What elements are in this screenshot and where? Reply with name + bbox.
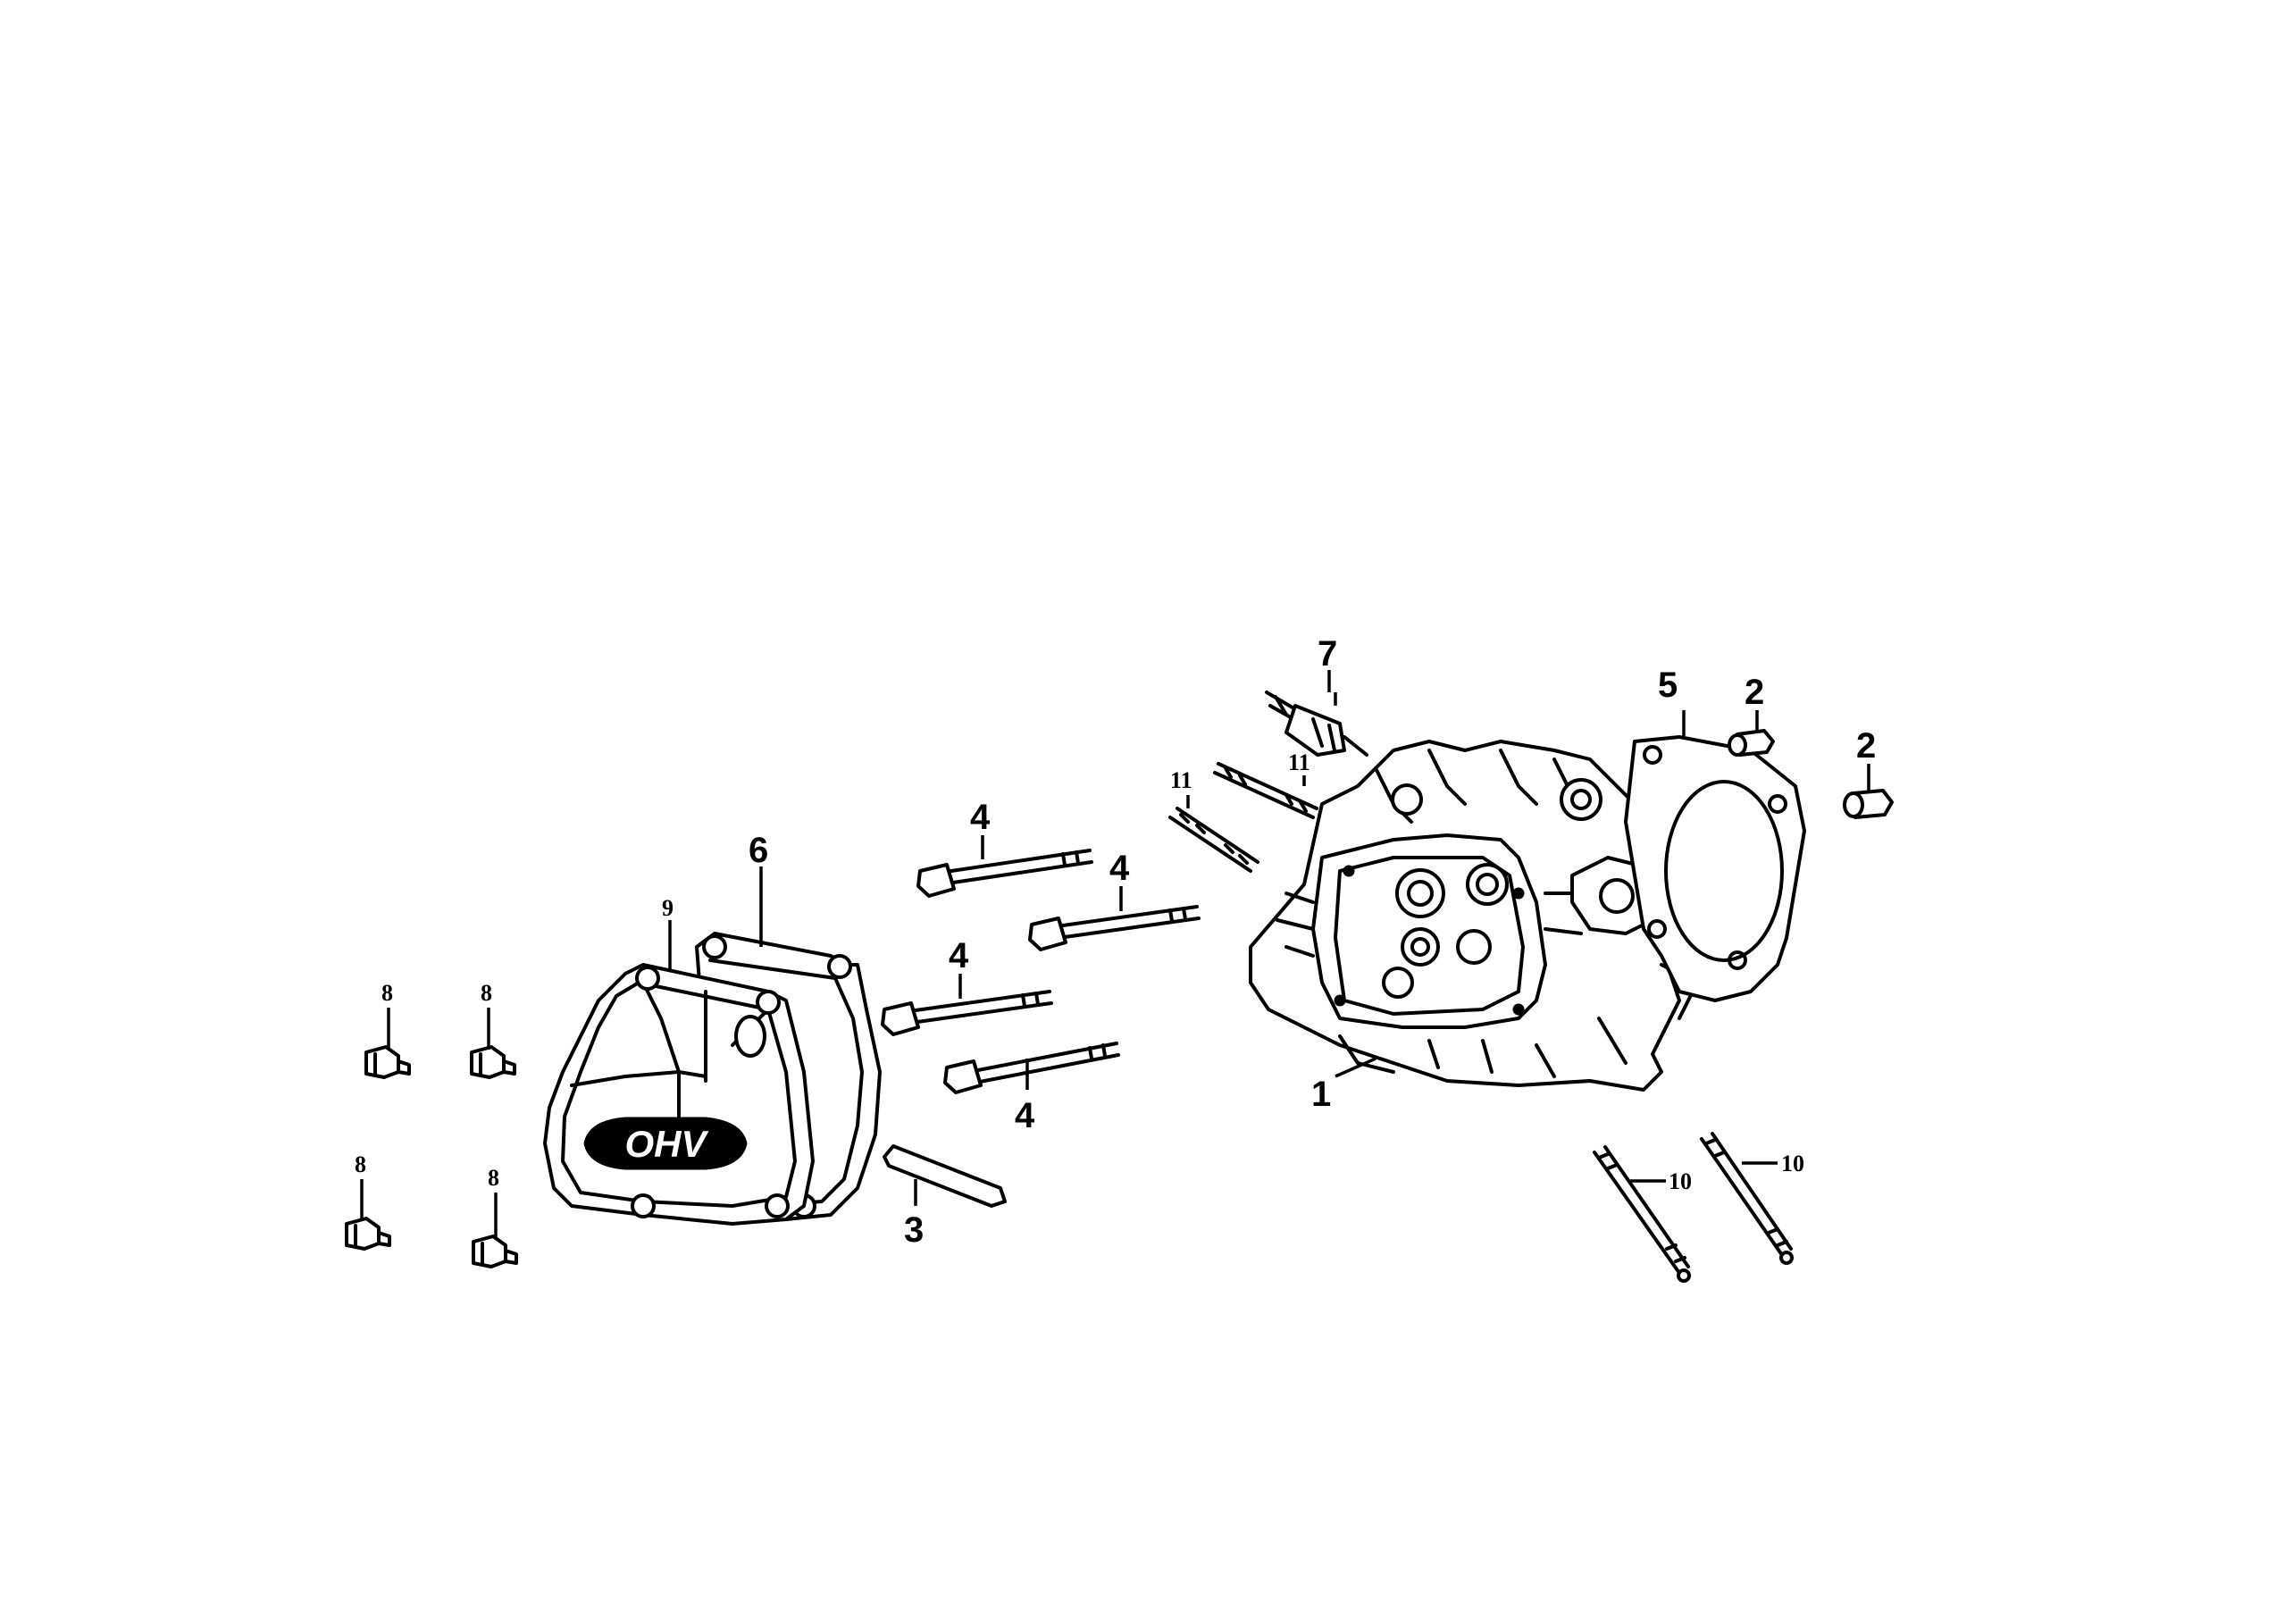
callout-8a: 8 [381,980,393,1006]
callout-7: 7 [1318,634,1337,674]
head-gasket [1624,735,1806,1002]
callout-8d: 8 [488,1165,499,1191]
callout-1: 1 [1311,1075,1331,1114]
head-bolt-4b [1028,905,1201,951]
cylinder-head [1249,740,1699,1092]
stud-11b [1213,762,1318,819]
callout-8b: 8 [481,980,492,1006]
callout-6: 6 [749,831,768,870]
callout-5: 5 [1658,666,1678,705]
callout-10b: 10 [1781,1151,1804,1176]
head-bolt-4d [943,1042,1120,1094]
stud-10a [1593,1145,1691,1283]
cover-nut-8d [472,1235,518,1268]
leader-lines [360,670,1870,1239]
callout-3: 3 [904,1210,924,1250]
cover-nut-8a [364,1045,411,1079]
head-bolt-4a [916,849,1093,898]
dowel-pin-b [1843,789,1894,819]
callout-4c: 4 [949,936,969,975]
stud-10b [1700,1132,1794,1265]
callout-10a: 10 [1669,1168,1692,1194]
callout-4d: 4 [1015,1096,1035,1135]
callout-2a: 2 [1745,673,1764,712]
dowel-pin-a [1728,729,1775,757]
ohv-logo-text: OHV [624,1123,708,1165]
cover-nut-8b [470,1045,516,1079]
head-bolt-4c [881,990,1053,1036]
stud-11a [1168,807,1259,873]
cover-nut-8c [345,1217,391,1251]
callout-4b: 4 [1109,849,1130,888]
callout-8c: 8 [355,1151,366,1177]
valve-cover: OHV [543,963,815,1226]
callout-11b: 11 [1288,749,1310,775]
callout-2b: 2 [1856,726,1876,766]
spark-plug [1265,691,1368,757]
callout-9: 9 [662,895,674,921]
callout-11a: 11 [1170,767,1192,793]
push-rod [883,1144,1007,1208]
callout-4a: 4 [970,798,991,837]
